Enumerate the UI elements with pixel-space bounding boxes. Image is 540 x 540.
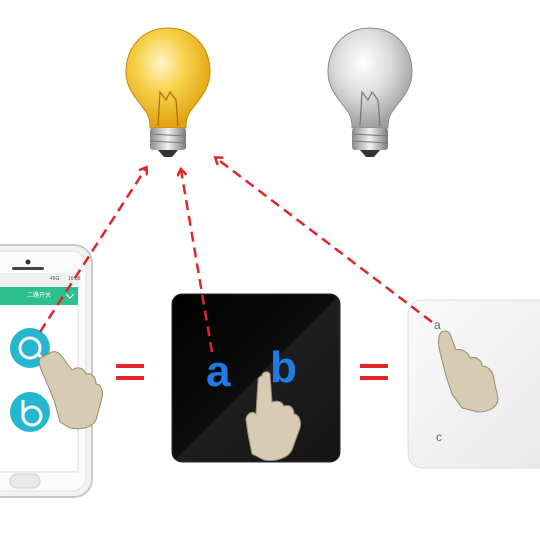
- lightbulb-off-icon: [327, 27, 413, 157]
- equals-sign-right: [360, 364, 388, 380]
- phone-status-signal: 46G: [50, 276, 60, 282]
- panel-letter-a[interactable]: a: [206, 347, 231, 396]
- hand-pointer-icon: [438, 330, 499, 413]
- hand-pointer-icon: [38, 351, 103, 430]
- remote-letter-c[interactable]: c: [436, 430, 442, 444]
- arrow-icon: [38, 168, 146, 333]
- remote-letter-a[interactable]: a: [434, 318, 441, 332]
- equals-sign-left: [116, 364, 144, 380]
- arrow-icon: [181, 170, 214, 353]
- arrow-icon: [216, 158, 433, 323]
- hand-pointer-icon: [245, 371, 301, 461]
- phone-app-title: 二路开关: [26, 293, 51, 299]
- phone-status-time: 16:38: [68, 276, 81, 282]
- app-header-bar: [0, 287, 78, 305]
- lightbulb-on-icon: [125, 27, 211, 157]
- panel-letter-b[interactable]: b: [270, 343, 297, 392]
